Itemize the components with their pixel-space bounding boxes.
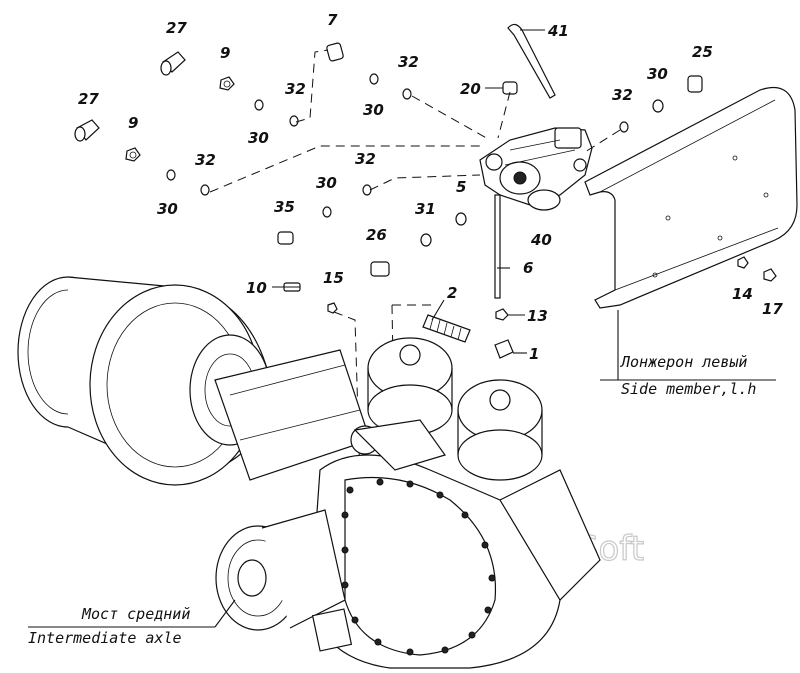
caption-axle-en: Intermediate axle (28, 629, 182, 647)
label-7: 7 (327, 11, 338, 29)
label-30: 30 (248, 129, 269, 147)
nut-9-upper (219, 76, 235, 91)
valve-assembly-40 (479, 127, 593, 211)
label-31: 31 (415, 200, 436, 218)
label-13: 13 (527, 307, 548, 325)
o-ring-32 (200, 184, 210, 196)
fitting-1 (494, 339, 514, 359)
label-1: 1 (529, 345, 539, 363)
label-32: 32 (355, 150, 376, 168)
label-6: 6 (523, 259, 533, 277)
label-35: 35 (274, 198, 295, 216)
o-ring-30 (322, 206, 332, 218)
label-26: 26 (366, 226, 387, 244)
rod-6 (494, 194, 501, 299)
fitting-26 (370, 261, 390, 277)
caption-side-member-ru: Лонжерон левый (619, 353, 747, 371)
label-32: 32 (285, 80, 306, 98)
o-ring-30 (254, 99, 264, 111)
label-40: 40 (530, 231, 552, 249)
o-ring-32 (289, 115, 299, 127)
o-rings (166, 73, 664, 247)
label-27-upper: 27 (166, 19, 187, 37)
caption-side-member-en: Side member,l.h (621, 380, 756, 398)
part-numbers: 1 2 5 6 7 9 9 10 13 14 15 17 20 25 26 27… (78, 11, 783, 363)
label-10: 10 (246, 279, 267, 297)
o-ring-30 (652, 99, 664, 113)
label-30: 30 (316, 174, 337, 192)
label-9-upper: 9 (220, 44, 230, 62)
intermediate-axle (17, 276, 601, 669)
label-15: 15 (323, 269, 344, 287)
label-32: 32 (612, 86, 633, 104)
fitting-25 (687, 75, 703, 93)
label-32: 32 (195, 151, 216, 169)
label-27-lower: 27 (78, 90, 99, 108)
o-ring-32 (362, 184, 372, 196)
nut-13 (495, 308, 509, 321)
label-14: 14 (732, 285, 753, 303)
label-32: 32 (398, 53, 419, 71)
o-ring-32 (619, 121, 629, 133)
o-ring-5 (455, 212, 467, 226)
fitting-35 (277, 231, 294, 245)
captions: Лонжерон левый Side member,l.h Мост сред… (28, 353, 756, 647)
o-ring-31 (420, 233, 432, 247)
nut-9-lower (125, 147, 141, 162)
label-9-lower: 9 (128, 114, 138, 132)
assembly-lines (209, 49, 621, 481)
hose-2 (422, 314, 471, 343)
label-5: 5 (456, 178, 466, 196)
leader-lines (28, 29, 776, 628)
fitting-27-lower (74, 119, 100, 142)
rod-41 (507, 23, 556, 99)
label-20: 20 (460, 80, 481, 98)
nut-17 (763, 268, 777, 282)
flange-bolts (341, 478, 496, 656)
label-17: 17 (762, 300, 783, 318)
label-25: 25 (692, 43, 713, 61)
fitting-27-upper (160, 51, 186, 76)
o-ring-32 (402, 88, 412, 100)
side-member-left (584, 86, 798, 309)
label-41: 41 (547, 22, 569, 40)
fitting-7 (326, 42, 344, 62)
o-ring-30 (369, 73, 379, 85)
label-2: 2 (447, 284, 457, 302)
label-30: 30 (647, 65, 668, 83)
o-ring-30 (166, 169, 176, 181)
label-30: 30 (157, 200, 178, 218)
caption-axle-ru: Мост средний (81, 605, 190, 623)
nut-15 (327, 302, 338, 314)
label-30: 30 (363, 101, 384, 119)
nut-14 (737, 256, 749, 269)
